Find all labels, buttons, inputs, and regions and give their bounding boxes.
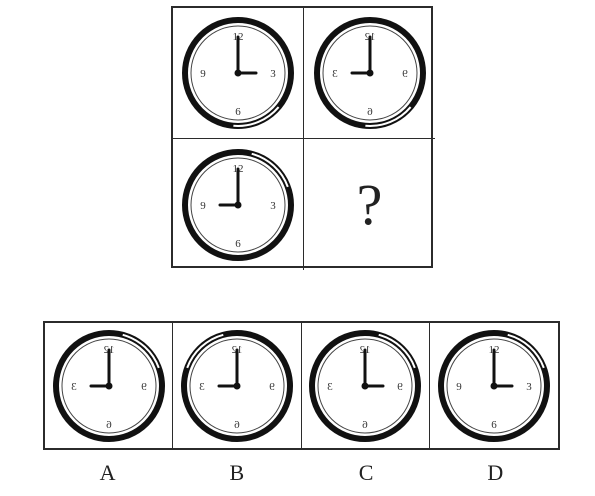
clock-numeral-right: 3 [331,68,337,80]
grid-cell-bottom-left: 12369 [173,139,304,270]
clock-numeral-left: 9 [200,200,206,212]
grid-cell-top-left: 12369 [173,8,304,139]
clock-numeral-right: 3 [270,200,276,212]
clock-numeral-bottom: 6 [366,106,372,118]
clock-numeral-left: 9 [140,381,146,393]
clock-hub [362,382,369,389]
clock-numeral-right: 3 [199,381,205,393]
clock-face-icon: 12369 [178,145,298,265]
option-a[interactable]: 12369 [45,323,173,448]
clock-face-icon: 12369 [49,326,169,446]
grid-cell-answer-slot: ? [304,139,435,270]
clock-hub [235,201,242,208]
question-grid: 12369 12369 12369 ? [171,6,433,268]
clock-numeral-bottom: 6 [491,419,497,431]
clock-numeral-bottom: 6 [234,419,240,431]
clock-numeral-right: 3 [327,381,333,393]
clock-face-icon: 12369 [310,13,430,133]
clock-face-icon: 12369 [305,326,425,446]
option-label-b: B [172,460,301,490]
option-label-c: C [302,460,431,490]
clock-numeral-right: 3 [526,381,532,393]
clock-hub [235,70,242,77]
clock-numeral-bottom: 6 [235,106,241,118]
clock-numeral-bottom: 6 [235,238,241,250]
option-label-d: D [431,460,560,490]
clock-face-icon: 12369 [177,326,297,446]
clock-hub [105,382,112,389]
option-d[interactable]: 12369 [430,323,558,448]
clock-hub [233,382,240,389]
answer-options: 12369 12369 12369 12369 [43,321,560,450]
clock-numeral-left: 9 [397,381,403,393]
clock-face-icon: 12369 [178,13,298,133]
question-mark: ? [357,176,383,234]
option-c[interactable]: 12369 [302,323,430,448]
grid-cell-top-right: 12369 [304,8,435,139]
option-label-a: A [43,460,172,490]
clock-hub [366,70,373,77]
clock-numeral-left: 9 [456,381,462,393]
clock-numeral-bottom: 6 [105,419,111,431]
clock-numeral-left: 9 [200,68,206,80]
clock-numeral-bottom: 6 [362,419,368,431]
clock-numeral-left: 9 [401,68,407,80]
clock-numeral-left: 9 [269,381,275,393]
clock-face-icon: 12369 [434,326,554,446]
clock-numeral-right: 3 [270,68,276,80]
option-b[interactable]: 12369 [173,323,301,448]
option-labels: A B C D [43,460,560,490]
clock-numeral-right: 3 [70,381,76,393]
clock-hub [490,382,497,389]
